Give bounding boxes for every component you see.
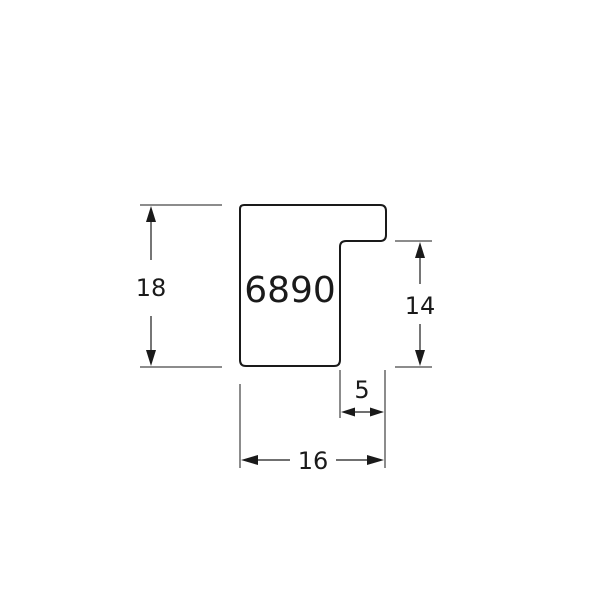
dimension-lip-width-label: 5 — [354, 376, 369, 404]
profile-code: 6890 — [244, 270, 336, 311]
arrow-up-icon — [146, 206, 156, 222]
arrow-right-icon — [367, 455, 384, 465]
arrow-left-icon — [341, 407, 355, 417]
frame-profile-outline — [239, 204, 387, 367]
arrow-down-icon — [146, 350, 156, 366]
arrow-down-icon — [415, 350, 425, 366]
arrow-left-icon — [241, 455, 258, 465]
arrow-right-icon — [370, 407, 384, 417]
dimension-width-total-label: 16 — [298, 447, 329, 475]
dimension-height-total-label: 18 — [136, 274, 167, 302]
arrow-up-icon — [415, 242, 425, 258]
dimension-height-right-label: 14 — [405, 292, 436, 320]
